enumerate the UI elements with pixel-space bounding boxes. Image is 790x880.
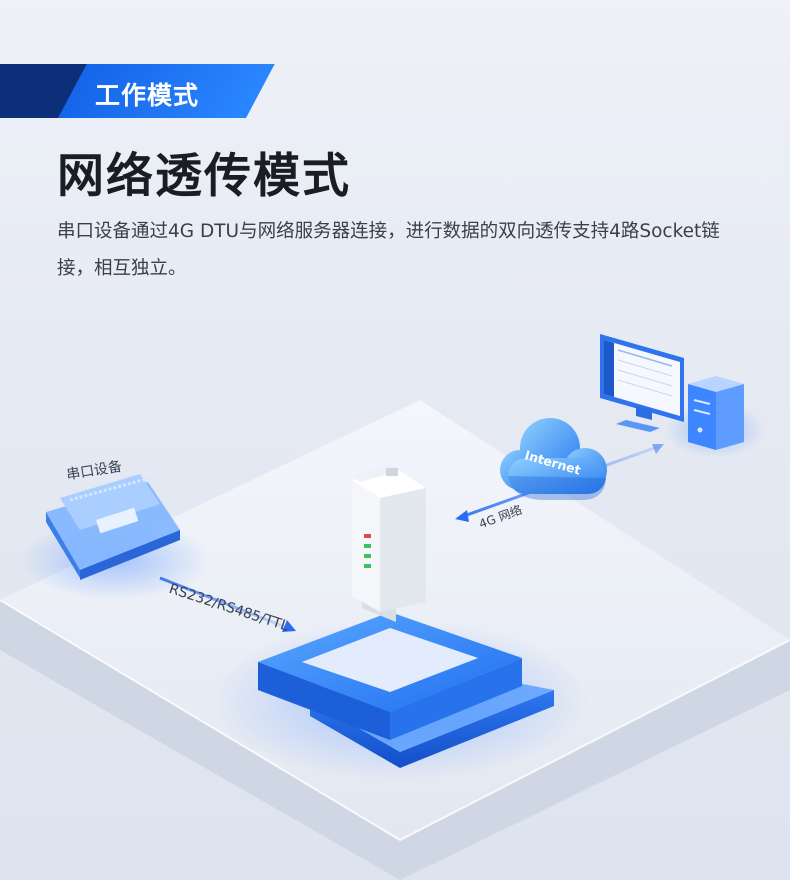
serial-link-arrow [159,576,296,632]
dtu-base-platform [258,612,554,768]
monitor-icon [600,334,684,432]
server-tower-icon [688,376,744,450]
page-title: 网络透传模式 [57,149,351,204]
internet-cloud-icon [500,418,607,500]
page-description: 串口设备通过4G DTU与网络服务器连接，进行数据的双向透传支持4路Socket… [57,221,720,279]
serial-device-icon [46,474,180,580]
mode-badge [0,64,275,118]
dtu-device-icon [352,464,426,622]
mode-badge-label: 工作模式 [95,81,200,110]
